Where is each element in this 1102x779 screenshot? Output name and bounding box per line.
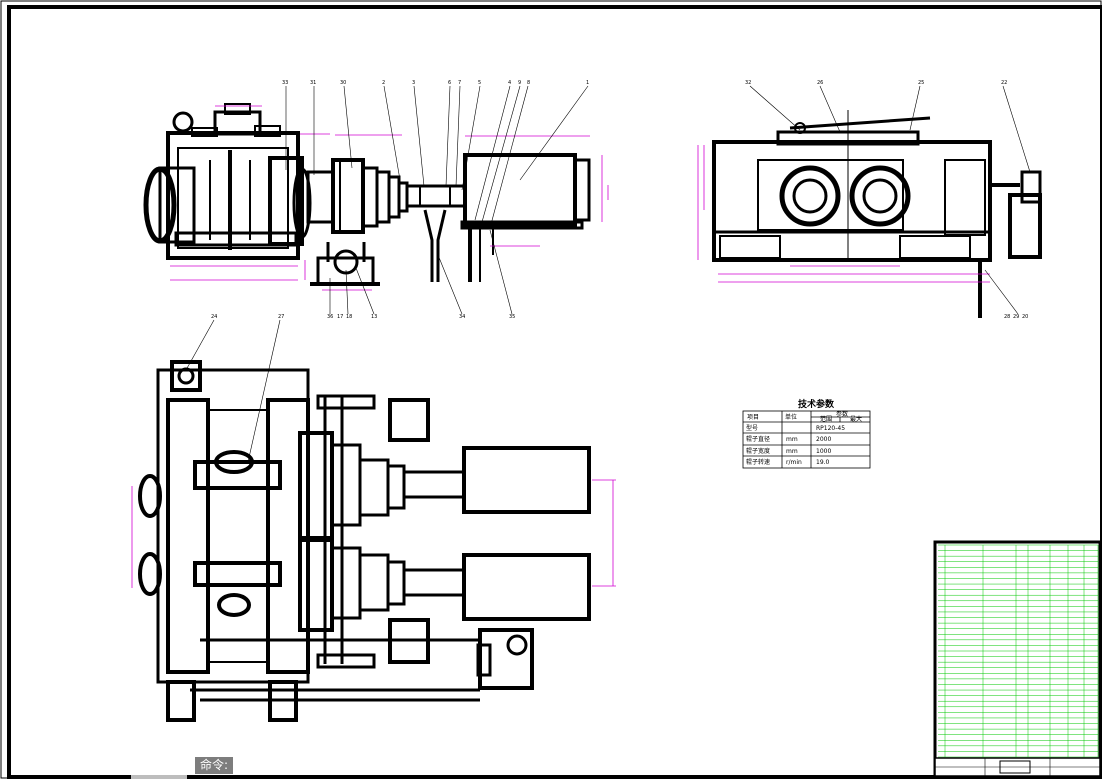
- tp-subheader-range: 范围: [820, 415, 832, 423]
- tp-row-item: 型号: [746, 424, 758, 432]
- callout-20: 20: [1022, 314, 1028, 320]
- tp-header-value: 参数: [836, 410, 848, 418]
- callout-7: 7: [458, 80, 461, 86]
- tp-row-unit: r/min: [786, 459, 802, 466]
- tp-header-unit: 单位: [785, 413, 797, 421]
- callout-2: 2: [382, 80, 385, 86]
- front-callout-leaders: [285, 85, 589, 315]
- callout-13: 13: [371, 314, 377, 320]
- tp-row-value: 2000: [816, 436, 831, 443]
- tp-row-item: 辊子直径: [746, 435, 770, 443]
- callout-28: 28: [1004, 314, 1010, 320]
- callout-17: 17: [337, 314, 343, 320]
- tp-row-value: 1000: [816, 448, 831, 455]
- callout-1: 1: [586, 80, 589, 86]
- callout-24: 24: [211, 314, 217, 320]
- callout-5: 5: [478, 80, 481, 86]
- callout-6: 6: [448, 80, 451, 86]
- callout-9: 9: [518, 80, 521, 86]
- callout-18: 18: [346, 314, 352, 320]
- side-dimensions: [697, 145, 990, 283]
- tp-header-item: 项目: [747, 414, 759, 421]
- front-elevation-view: [143, 103, 591, 286]
- bill-of-materials: [933, 540, 1102, 778]
- tech-params-table: 技术参数 项目 单位 参数 范围 最大 型号 RP120-45 辊子直径 mm …: [742, 398, 871, 469]
- plan-callout-leaders: [185, 319, 281, 463]
- callout-36: 36: [327, 314, 333, 320]
- callout-3: 3: [412, 80, 415, 86]
- callout-25: 25: [918, 80, 924, 86]
- drawing-frame: [7, 5, 1102, 779]
- tp-row-unit: mm: [786, 436, 798, 443]
- callout-labels: 33 31 30 2 3 6 7 5 4 9 8 1 36 17 18 13 3…: [211, 80, 1028, 320]
- side-elevation-view: [712, 110, 1042, 318]
- callout-30: 30: [340, 80, 346, 86]
- side-callout-leaders: [749, 85, 1031, 315]
- tp-subheader-max: 最大: [850, 415, 862, 423]
- callout-27: 27: [278, 314, 284, 320]
- tp-row-item: 辊子宽度: [746, 447, 770, 455]
- command-prompt[interactable]: 命令:: [195, 757, 233, 774]
- callout-22: 22: [1001, 80, 1007, 86]
- callout-8: 8: [527, 80, 530, 86]
- tp-row-unit: mm: [786, 448, 798, 455]
- callout-33: 33: [282, 80, 288, 86]
- horizontal-scrollbar[interactable]: [131, 775, 187, 779]
- plan-view: [138, 360, 591, 722]
- callout-4: 4: [508, 80, 511, 86]
- callout-26: 26: [817, 80, 823, 86]
- callout-35: 35: [509, 314, 515, 320]
- tech-params-title: 技术参数: [798, 398, 835, 410]
- callout-34: 34: [459, 314, 465, 320]
- plan-dimensions: [131, 479, 616, 588]
- tp-row-value: RP120-45: [816, 425, 845, 432]
- callout-32: 32: [745, 80, 751, 86]
- tp-row-item: 辊子转速: [746, 458, 770, 466]
- callout-29: 29: [1013, 314, 1019, 320]
- tp-row-value: 19.0: [816, 459, 830, 466]
- callout-31: 31: [310, 80, 316, 86]
- front-dimensions: [170, 105, 609, 291]
